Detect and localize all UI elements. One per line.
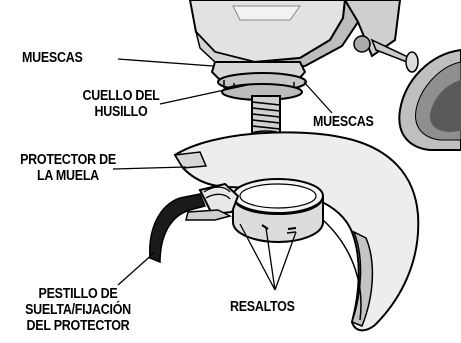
- label-muescas-right: MUESCAS: [313, 114, 374, 130]
- leader-muescas-right: [303, 81, 333, 114]
- leader-resaltos-c: [274, 231, 297, 291]
- leader-resaltos-a: [239, 223, 276, 291]
- label-cuello-del-husillo: CUELLO DEL HUSILLO: [82, 88, 160, 120]
- label-resaltos: RESALTOS: [230, 299, 295, 315]
- latch-lever: [149, 182, 240, 264]
- leader-muescas-left: [117, 58, 214, 67]
- wheel-guard: [173, 131, 420, 332]
- leader-cuello: [159, 83, 253, 105]
- leader-pestillo: [117, 251, 156, 286]
- label-muescas-left: MUESCAS: [22, 50, 83, 66]
- leader-protector: [112, 166, 187, 170]
- side-handle: [370, 38, 461, 151]
- spindle-collar: [210, 61, 307, 101]
- label-pestillo-suelta-fijacion: PESTILLO DE SUELTA/FIJACIÓN DEL PROTECTO…: [25, 286, 131, 334]
- label-protector-de-la-muela: PROTECTOR DE LA MUELA: [20, 152, 116, 184]
- leader-lines: [112, 58, 333, 291]
- leader-resaltos-b: [265, 227, 276, 291]
- threaded-spindle: [251, 95, 281, 138]
- gear-housing: [188, 0, 402, 72]
